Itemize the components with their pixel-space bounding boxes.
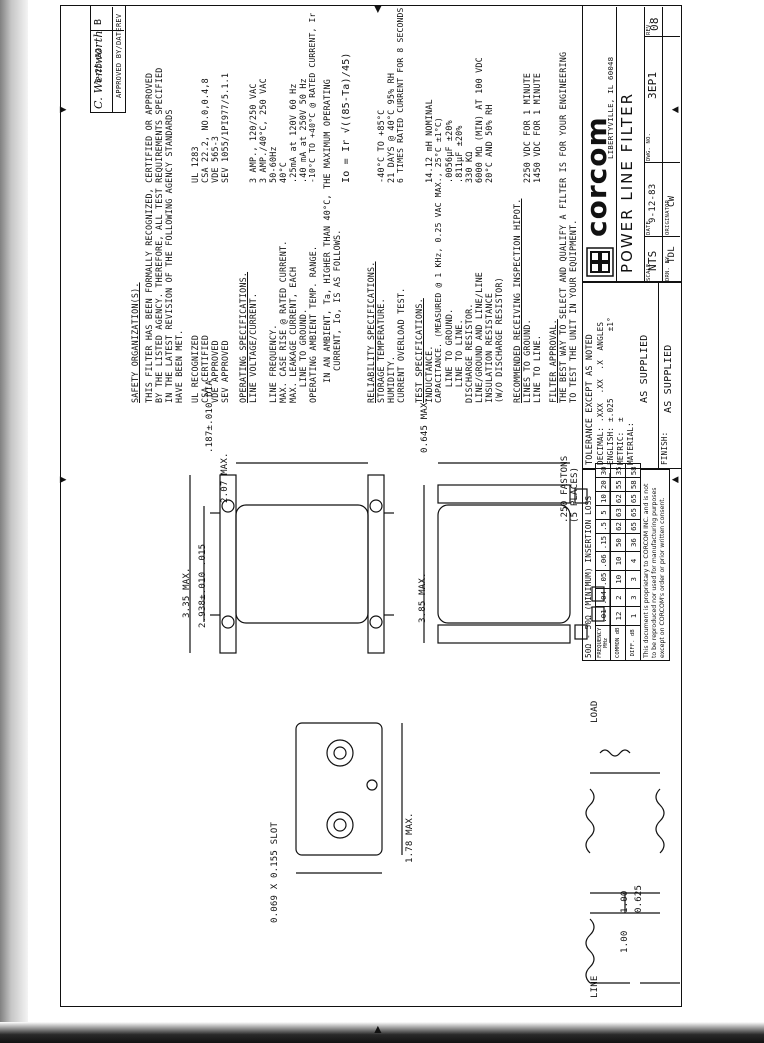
- safety-row-value: VDE 565-3: [210, 135, 220, 183]
- dwg-no-value: 3EP1: [646, 71, 659, 99]
- operating-row-value: -10°C TO +40°C @ RATED CURRENT, Ir: [308, 12, 317, 183]
- dim-length-max: 3.85 MAX.: [418, 572, 428, 623]
- hipot-row-value: 2250 VDC FOR 1 MINUTE: [522, 72, 532, 183]
- dim-hole-dia: .187±.010 DIA: [205, 379, 215, 453]
- test-row-label: (W/O DISCHARGE RESISTOR): [494, 277, 504, 403]
- operating-note-1: IN AN AMBIENT, Ta, HIGHER THAN 40°C, THE…: [322, 78, 332, 383]
- test-row-label: DISCHARGE RESISTOR.: [464, 303, 474, 403]
- approval-line-2: TO TEST THE UNIT IN YOUR EQUIPMENT.: [568, 219, 578, 403]
- reliability-row-value: 21 DAYS @ 40°C 95% RH: [386, 72, 396, 183]
- operating-row-value: 3 AMP./40°C, 250 VAC: [258, 78, 268, 183]
- operating-row-value: .25mA at 120V 60 Hz: [288, 83, 298, 183]
- operating-row-label: LINE FREQUENCY.: [268, 324, 278, 403]
- test-row-label: LINE TO LINE.: [454, 319, 464, 403]
- operating-row-value: 40°C: [278, 162, 288, 183]
- reliability-row-label: CURRENT OVERLOAD TEST.: [396, 287, 406, 403]
- operating-row-value: .40 mA at 250V 50 Hz: [298, 78, 308, 183]
- hipot-row-label: LINES TO GROUND.: [522, 319, 532, 403]
- schematic-line-label: LINE: [590, 975, 600, 998]
- safety-para-1: THIS FILTER HAS BEEN FORMALLY RECOGNIZED…: [144, 72, 154, 403]
- safety-row-value: UL 1283: [190, 146, 200, 183]
- corcom-logo-icon: [586, 247, 614, 277]
- scan-edge-bottom: [0, 1022, 764, 1043]
- scale-value: NTS: [646, 250, 659, 271]
- dim-mount-spacing: 2.938±.010 .015: [198, 543, 208, 628]
- safety-row-label: SEV APPROVED: [220, 340, 230, 403]
- test-row-value: 14.12 mH NOMINAL: [424, 99, 434, 183]
- rev-label: REV: [115, 13, 123, 27]
- dim-178: 1.78 MAX.: [405, 812, 415, 863]
- operating-row-value: 50-60Hz: [268, 146, 278, 183]
- operating-row-label: LINE VOLTAGE/CURRENT.: [248, 292, 258, 403]
- revision-date: 5-26-92: [94, 47, 103, 83]
- dim-100b: 1.00: [620, 930, 630, 953]
- operating-row-label: OPERATING AMBIENT TEMP. RANGE.: [308, 245, 318, 403]
- approved-by-label: APPROVED BY/DATE: [115, 27, 123, 98]
- date-label: DATE: [646, 220, 652, 235]
- dim-0625: 0.625: [634, 884, 644, 913]
- reliability-row-label: HUMIDITY.: [386, 355, 396, 403]
- hipot-heading: RECOMMENDED RECEIVING INSPECTION HIPOT.: [512, 198, 522, 403]
- safety-row-label: UL RECOGNIZED: [190, 334, 200, 403]
- operating-row-value: 3 AMP., 120/250 VAC: [248, 83, 258, 183]
- operating-row-label: MAX. CASE RISE @ RATED CURRENT.: [278, 240, 288, 403]
- derating-formula: Io = Ir √((85-Ta)/45): [341, 52, 352, 183]
- finish-value: AS SUPPLIED: [663, 344, 674, 413]
- test-row-value: .811μF ±20%: [454, 125, 464, 183]
- dim-slot: 0.069 X 0.155 SLOT: [270, 821, 280, 923]
- dim-fastons-count: (5 PLACES): [570, 466, 580, 523]
- approval-line-1: THE BEST WAY TO SELECT AND QUALIFY A FIL…: [558, 51, 568, 403]
- operating-row-label: MAX. LEAKAGE CURRENT, EACH: [288, 266, 298, 403]
- dim-fastons: .250 FASTONS: [560, 455, 570, 523]
- material-value: AS SUPPLIED: [639, 334, 650, 403]
- safety-heading: SAFETY ORGANIZATION(S).: [130, 282, 140, 403]
- safety-para-2: BY THE LISTED AGENCY. THEREFORE, ALL TES…: [154, 67, 164, 404]
- approval-heading: FILTER APPROVAL.: [548, 319, 558, 403]
- filter-top-view: [210, 474, 394, 654]
- dwg-no-label: DWG. NO.: [646, 132, 652, 161]
- mechanical-drawing: [189, 462, 680, 984]
- drawing-title: POWER LINE FILTER: [618, 91, 636, 273]
- test-row-value: .0056μF ±20%: [444, 120, 454, 183]
- originator-value: CW: [667, 195, 677, 207]
- company-address: LIBERTYVILLE, IL 60048: [606, 56, 615, 159]
- dim-height-207: 2.07 MAX.: [220, 452, 230, 503]
- rev-no-value: 08: [648, 17, 661, 31]
- reliability-row-label: STORAGE TEMPERATURE.: [376, 298, 386, 403]
- test-heading: TEST SPECIFICATIONS.: [414, 298, 424, 403]
- drawn-by-value: TDL: [667, 246, 677, 263]
- operating-row-label: LINE TO GROUND.: [298, 308, 308, 403]
- test-row-value: 330 KΩ: [464, 151, 474, 183]
- safety-para-4: HAVE BEEN MET.: [174, 329, 184, 403]
- test-row-label: INDUCTANCE.: [424, 345, 434, 403]
- test-row-label: CAPACITANCE. (MEASURED @ 1 KHz, 0.25 VAC…: [434, 117, 443, 403]
- schematic-load-label: LOAD: [590, 700, 600, 723]
- test-row-label: INSULATION RESISTANCE: [484, 292, 494, 403]
- hipot-row-label: LINE TO LINE.: [532, 334, 542, 403]
- safety-row-value: CSA 22.2, NO.0,0.4,8: [200, 78, 210, 183]
- safety-row-value: SEV 1055/1PI977/5.1.1: [220, 72, 230, 183]
- test-row-label: LINE TO GROUND.: [444, 308, 454, 403]
- filter-side-view: [437, 473, 611, 644]
- scan-edge-left: [0, 0, 28, 1043]
- operating-note-2: CURRENT, Io, IS AS FOLLOWS.: [332, 229, 342, 371]
- safety-para-3: IN THE LATEST REVISION OF THE FOLLOWING …: [164, 109, 174, 403]
- reliability-row-value: -40°C TO +85°C: [376, 109, 386, 183]
- test-row-label: LINE/GROUND AND LINE/LINE: [474, 271, 484, 403]
- filter-schematic: [585, 749, 680, 984]
- test-row-value: 6000 MΩ (MIN) AT 100 VDC: [474, 57, 484, 183]
- revision-letter: B: [93, 18, 104, 25]
- dim-100a: 1.00: [620, 890, 630, 913]
- reliability-row-value: 6 TIMES RATED CURRENT FOR 8 SECONDS: [396, 7, 405, 183]
- reliability-heading: RELIABILITY SPECIFICATIONS.: [366, 261, 376, 403]
- dim-width-max: 3.35 MAX.: [182, 567, 192, 618]
- hipot-row-value: 1450 VDC FOR 1 MINUTE: [532, 72, 542, 183]
- operating-heading: OPERATING SPECIFICATIONS.: [238, 271, 248, 403]
- test-row-value: 20°C AND 50% RH: [484, 104, 494, 183]
- dim-depth-max: 0.645 MAX.: [420, 396, 430, 453]
- filter-end-view: [295, 722, 383, 856]
- date-value: 9-12-83: [648, 183, 658, 223]
